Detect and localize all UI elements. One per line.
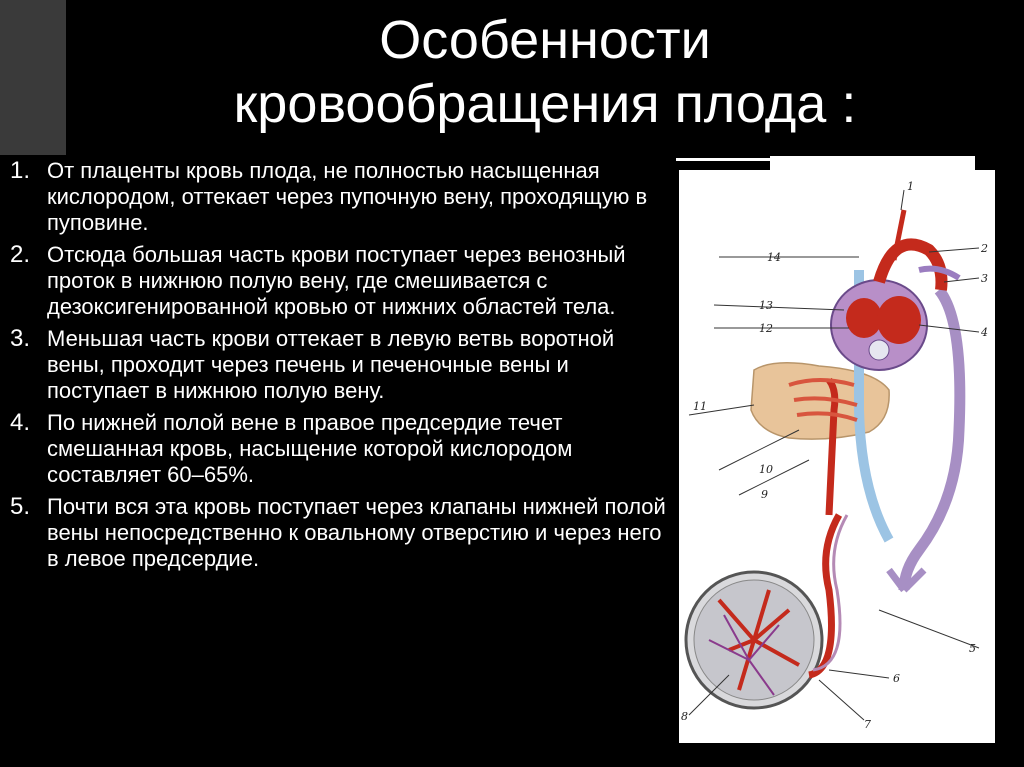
- label-8: 8: [681, 710, 688, 723]
- label-4: 4: [980, 326, 988, 339]
- item-number: 2.: [10, 241, 31, 268]
- list-item: 2. Отсюда большая часть крови поступает ч…: [10, 242, 670, 320]
- label-5: 5: [969, 642, 976, 655]
- item-text: Почти вся эта кровь поступает через клап…: [47, 494, 666, 571]
- label-3: 3: [981, 272, 988, 285]
- item-text: Меньшая часть крови оттекает в левую вет…: [47, 326, 615, 403]
- label-9: 9: [761, 488, 768, 501]
- label-1: 1: [907, 180, 914, 193]
- points-list: 1. От плаценты кровь плода, не полностью …: [10, 158, 670, 578]
- label-10: 10: [759, 463, 773, 476]
- circulation-diagram: 1 2 3 4 5 6 7 8 9 10 11 12 13 14: [679, 170, 995, 743]
- item-number: 3.: [10, 325, 31, 352]
- list-item: 1. От плаценты кровь плода, не полностью …: [10, 158, 670, 236]
- list-item: 5. Почти вся эта кровь поступает через кл…: [10, 494, 670, 572]
- label-12: 12: [759, 322, 773, 335]
- label-11: 11: [693, 400, 707, 413]
- item-text: От плаценты кровь плода, не полностью на…: [47, 158, 648, 235]
- label-7: 7: [864, 718, 871, 731]
- list-item: 3. Меньшая часть крови оттекает в левую в…: [10, 326, 670, 404]
- label-2: 2: [980, 242, 988, 255]
- divider-line: [676, 158, 772, 161]
- item-number: 1.: [10, 157, 31, 184]
- corner-decoration: [0, 0, 66, 155]
- item-text: Отсюда большая часть крови поступает чер…: [47, 242, 626, 319]
- slide-title: Особенности кровообращения плода :: [66, 8, 1024, 136]
- label-14: 14: [767, 251, 781, 264]
- item-text: По нижней полой вене в правое предсердие…: [47, 410, 573, 487]
- title-line-1: Особенности: [379, 10, 711, 70]
- item-number: 5.: [10, 493, 31, 520]
- list-item: 4. По нижней полой вене в правое предсерд…: [10, 410, 670, 488]
- circulation-illustration: 1 2 3 4 5 6 7 8 9 10 11 12 13 14: [681, 180, 988, 731]
- label-13: 13: [759, 299, 773, 312]
- label-6: 6: [893, 672, 900, 685]
- diagram-tab: [770, 156, 975, 172]
- title-line-2: кровообращения плода :: [233, 74, 857, 134]
- item-number: 4.: [10, 409, 31, 436]
